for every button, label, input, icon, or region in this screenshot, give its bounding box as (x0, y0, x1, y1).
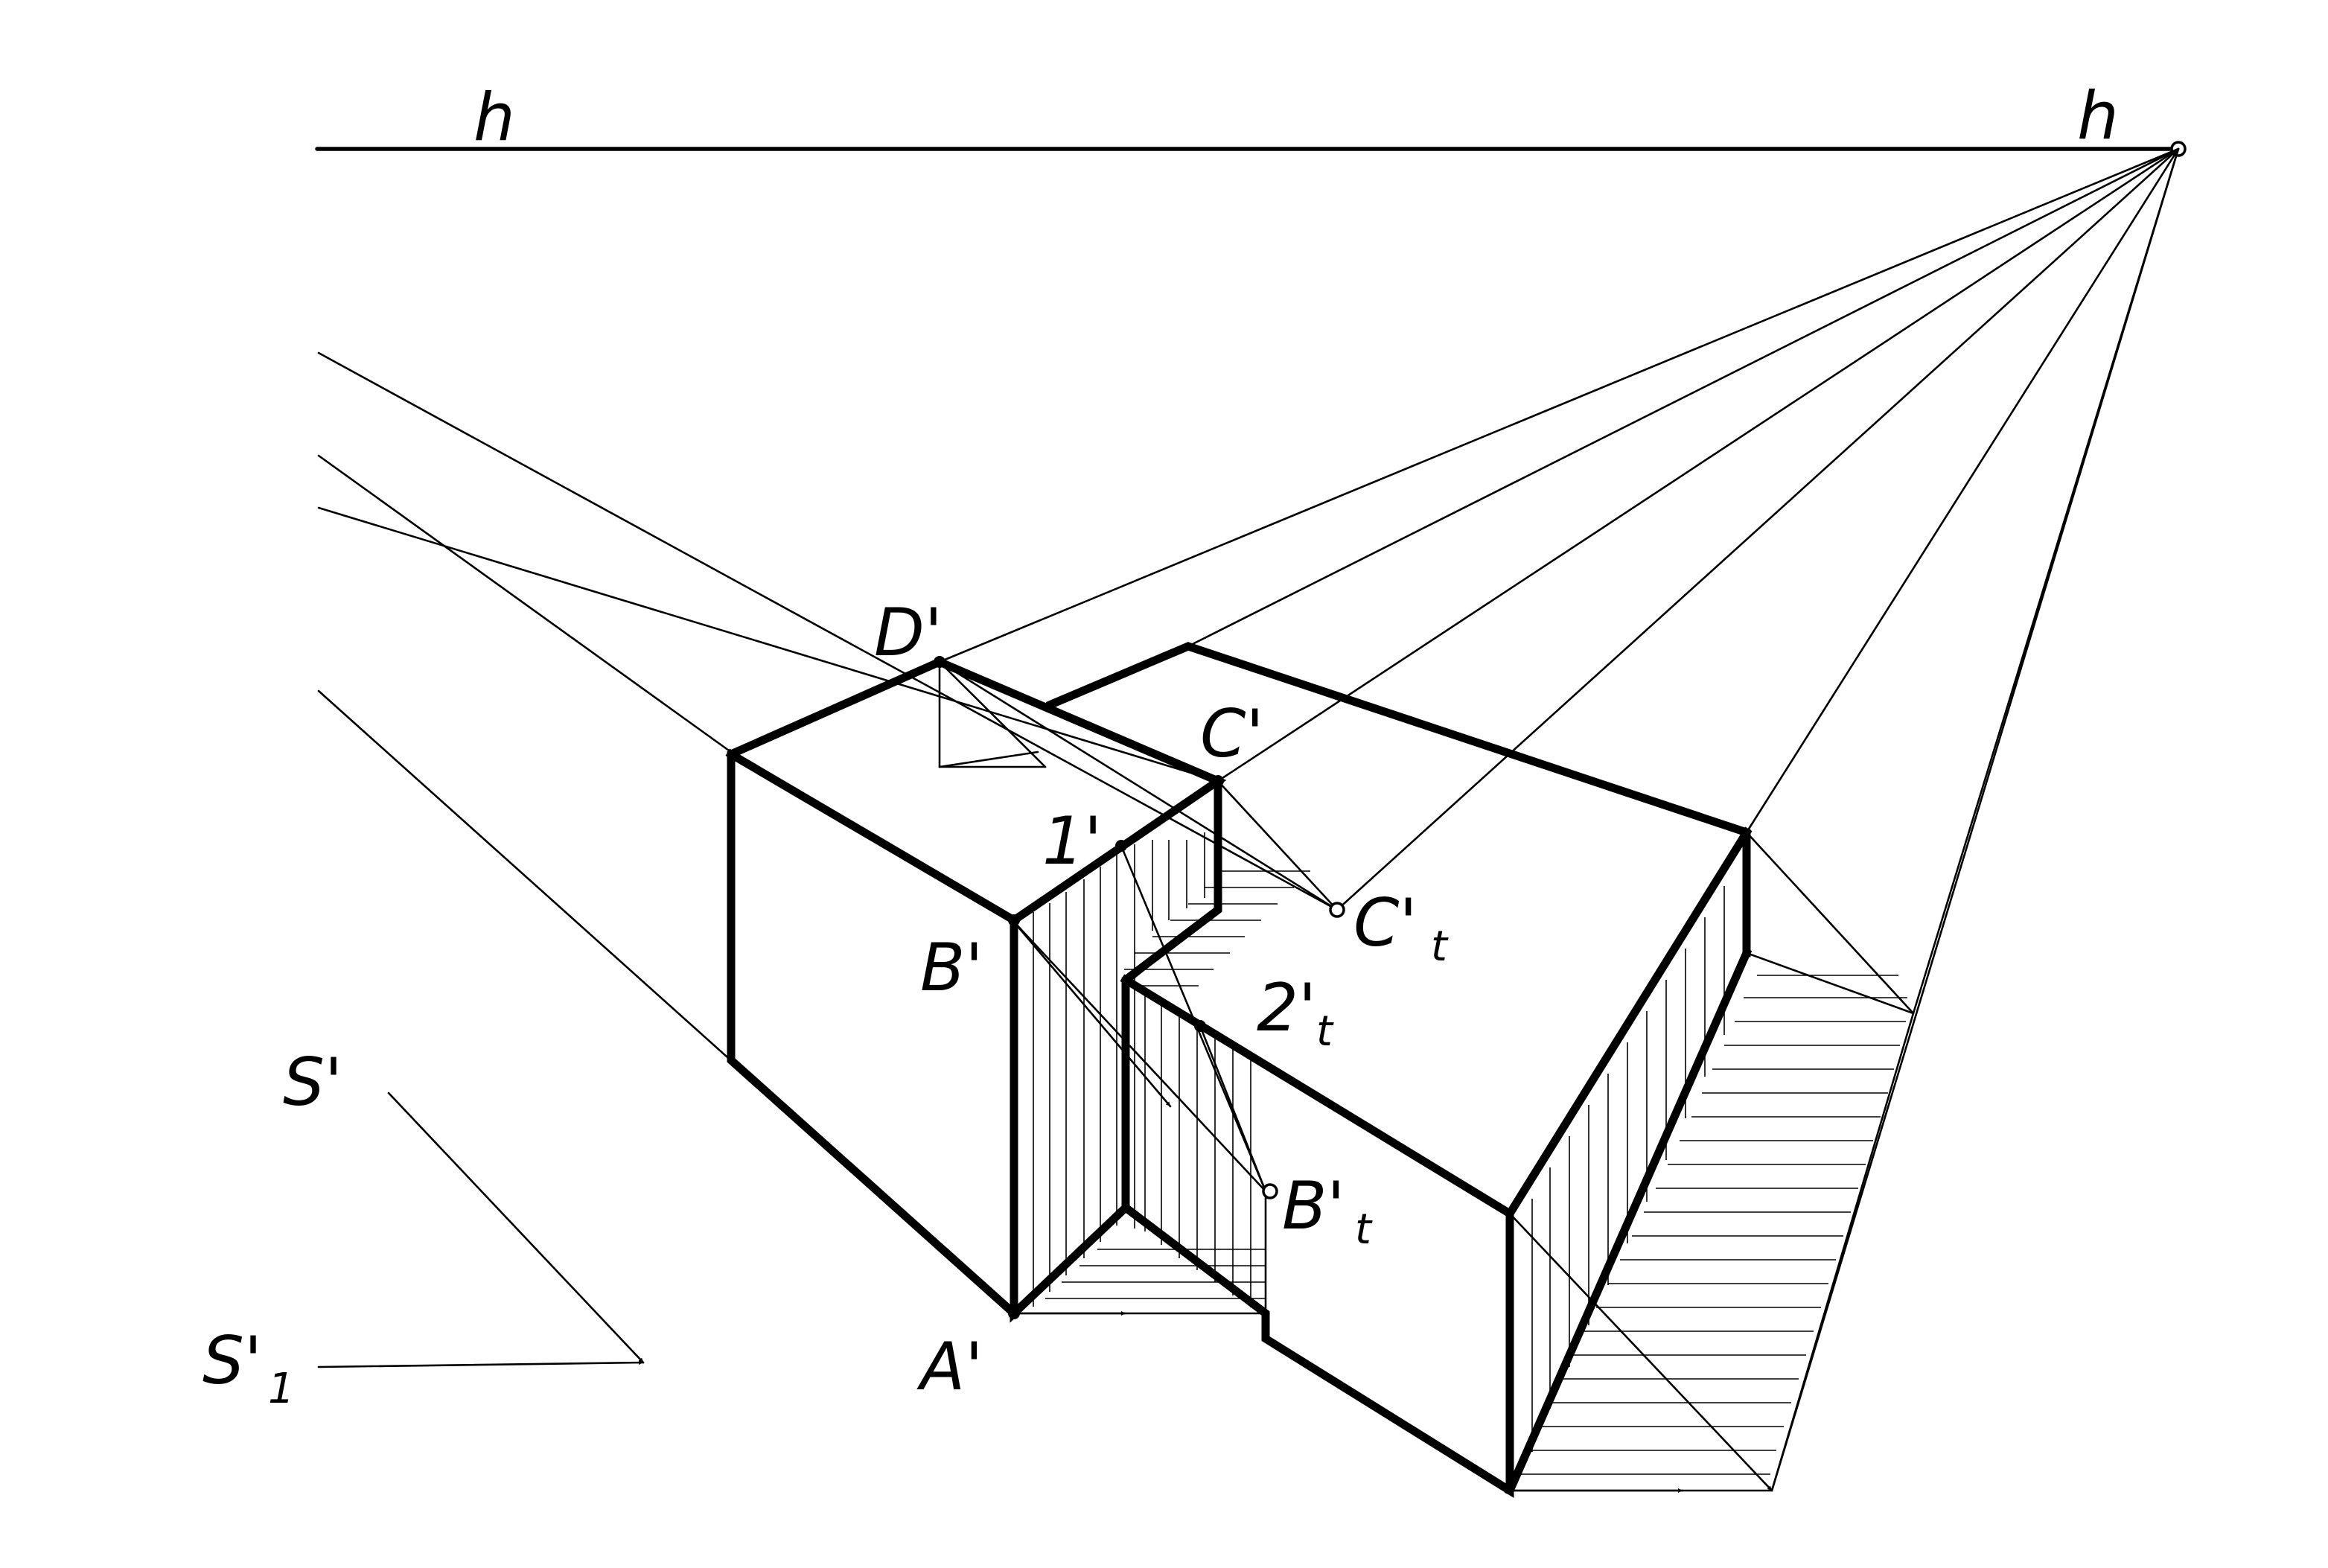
point-B (1008, 914, 1020, 926)
label-B: B' (920, 929, 983, 1006)
shadow-construction-lines (938, 660, 1915, 1492)
point-2t (1194, 1020, 1206, 1032)
label-C: C' (1200, 695, 1264, 772)
label-2t-sub: t (1316, 1007, 1334, 1056)
label-S1-sub: 1 (268, 1365, 295, 1413)
label-S: S' (283, 1044, 342, 1121)
building-outline (725, 642, 1753, 1498)
label-horizon-left: h (473, 79, 515, 156)
label-1: 1' (1042, 803, 1102, 879)
key-points (934, 656, 1345, 1319)
label-D: D' (874, 594, 943, 671)
vanishing-rays (938, 147, 2180, 1492)
point-C (1212, 775, 1224, 787)
label-Bt: B' (1282, 1167, 1345, 1244)
label-A: A' (916, 1328, 983, 1405)
label-2t: 2' (1257, 969, 1316, 1046)
label-Ct: C' (1353, 885, 1417, 961)
point-Bt (1262, 1183, 1278, 1199)
point-D (934, 656, 945, 668)
point-1 (1115, 840, 1127, 852)
label-Ct-sub: t (1431, 922, 1449, 971)
light-direction-arrow (387, 1091, 645, 1364)
shadow-outlines (1012, 780, 1915, 1493)
shadow-hatching (1045, 870, 1907, 1475)
label-S1: S' (202, 1322, 262, 1399)
label-horizon-right: h (2077, 77, 2119, 154)
point-A (1008, 1307, 1020, 1319)
label-Bt-sub: t (1355, 1205, 1373, 1254)
light-projection-arrow (317, 1360, 645, 1368)
point-Ct (1329, 902, 1345, 918)
